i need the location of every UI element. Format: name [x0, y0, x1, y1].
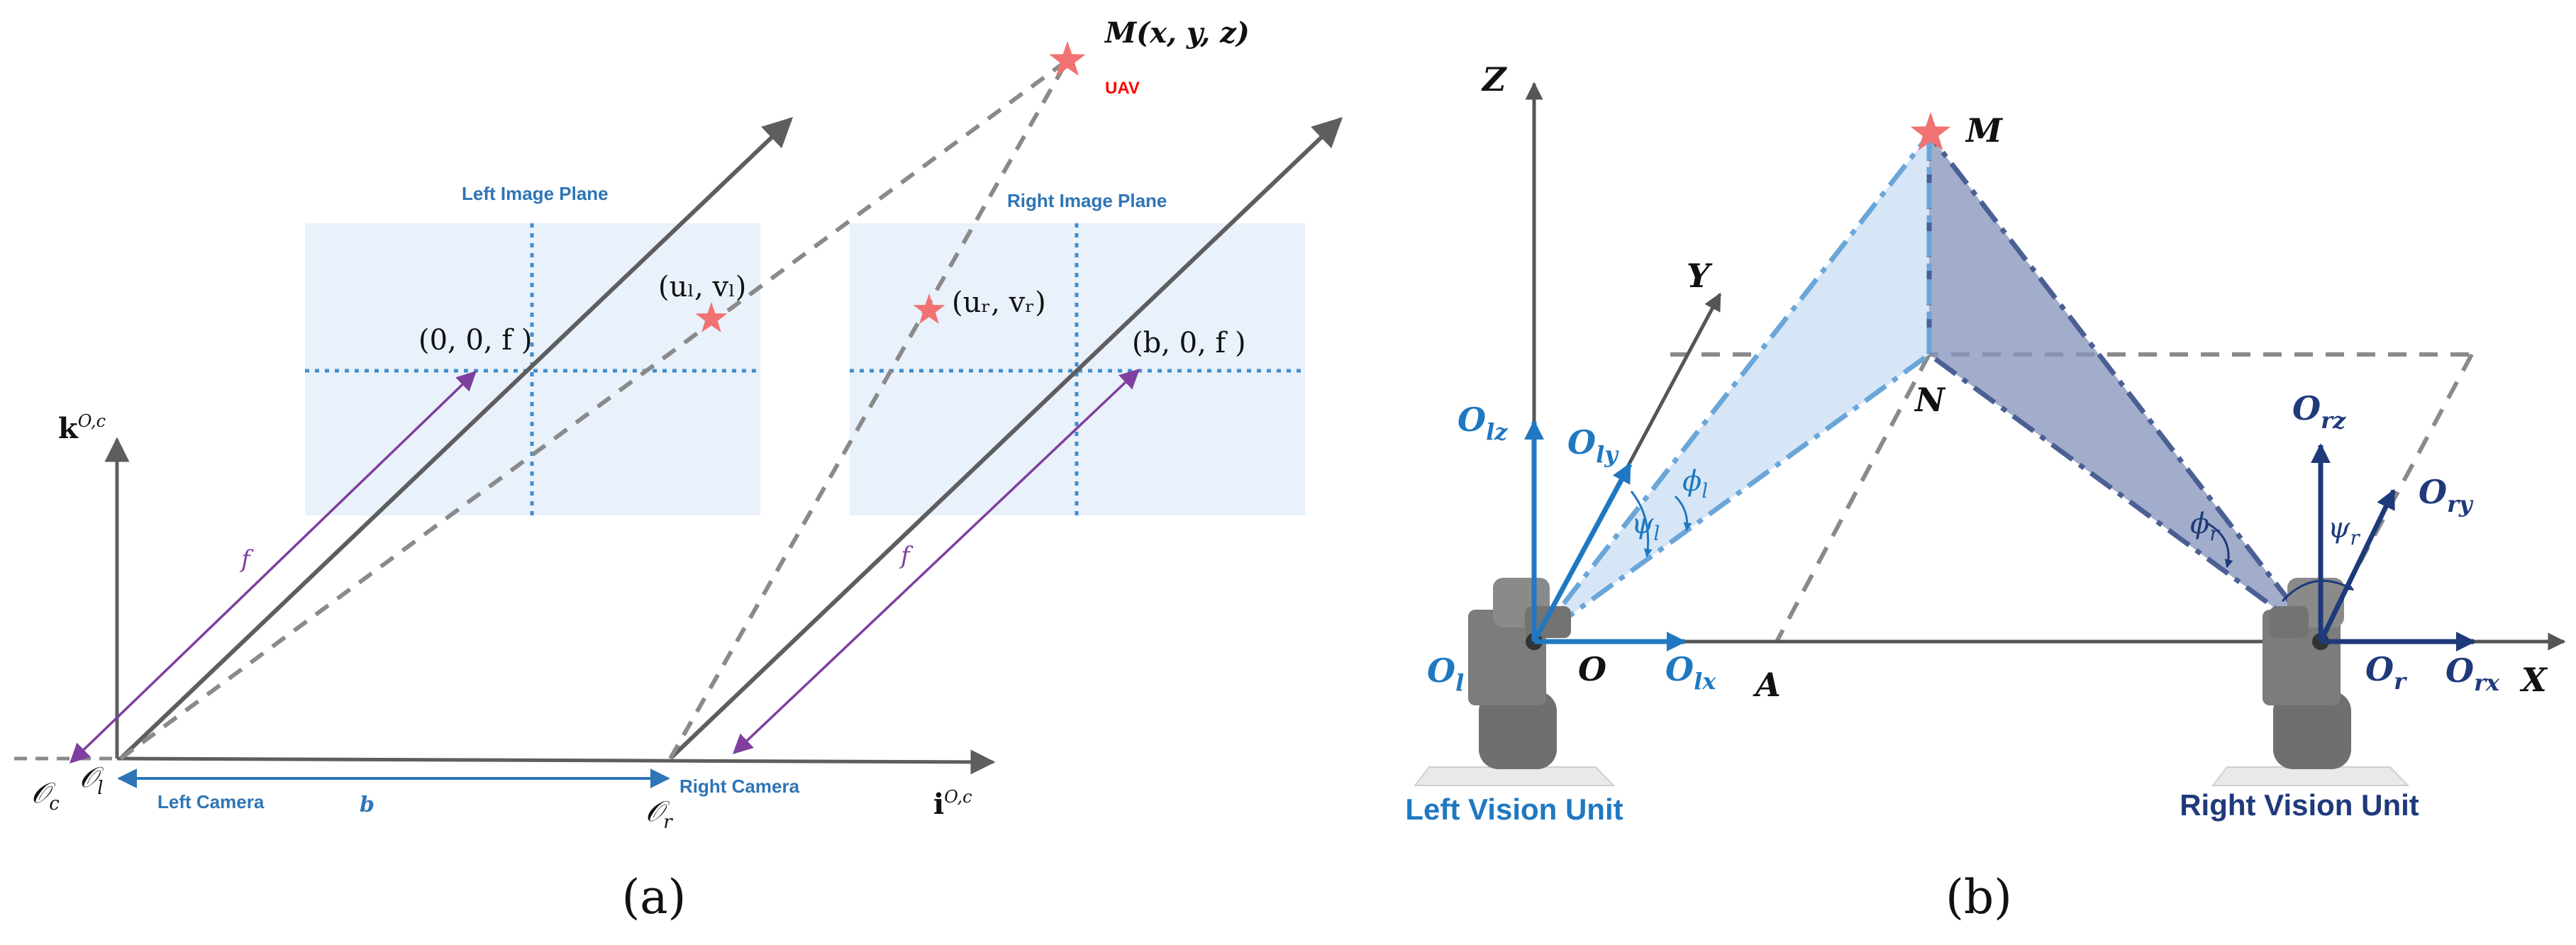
Ol-label: Ol: [1427, 652, 1464, 696]
right-focal-arrow: [732, 369, 1140, 754]
Y-axis-label: Y: [1687, 257, 1713, 295]
Olz-label: Olz: [1458, 401, 1508, 445]
right-image-point-label: (uᵣ, vᵣ): [952, 286, 1046, 319]
right-projection-triangle: [1926, 132, 2324, 644]
Oly-axis: [1531, 462, 1633, 643]
phi-l-label: ϕl: [1682, 465, 1708, 503]
i-axis: [116, 749, 996, 775]
left-plane-grid: [305, 223, 760, 515]
psi-r-arc: [2281, 579, 2355, 603]
target-star-M-b: [1910, 112, 1951, 151]
panel-b: Z Y X M N A O Olz Oly Olx Ol Orz Ory Orx…: [1405, 60, 2566, 924]
phi-r-arc: [2206, 522, 2233, 569]
left-focal-arrow: [69, 371, 477, 764]
Orx-label: Orx: [2445, 652, 2500, 696]
point-A-label: A: [1753, 666, 1781, 704]
origin-l-label: 𝒪l: [79, 761, 104, 799]
point-N-label: N: [1914, 381, 1946, 419]
right-center-label: (b, 0, f ): [1132, 327, 1246, 359]
Z-axis-label: Z: [1481, 60, 1507, 99]
panel-a: M(x, y, z) UAV Left Image Plane Right Im…: [14, 16, 1343, 924]
Olx-label: Olx: [1665, 650, 1716, 695]
point-M-label: M(x, y, z): [1104, 16, 1250, 50]
right-vision-unit-label: Right Vision Unit: [2180, 788, 2419, 822]
right-camera-label: Right Camera: [679, 776, 800, 797]
panel-a-caption: (a): [622, 870, 687, 924]
left-camera-label: Left Camera: [157, 791, 265, 812]
Orz-label: Orz: [2292, 389, 2346, 434]
left-image-star: [695, 302, 728, 332]
baseline-label: b: [360, 793, 374, 817]
left-vision-unit-label: Left Vision Unit: [1405, 793, 1623, 826]
left-center-label: (0, 0, f ): [418, 324, 533, 357]
psi-l-label: ψl: [1631, 508, 1660, 545]
point-M-label-b: M: [1965, 111, 2004, 150]
Ory-label: Ory: [2419, 473, 2474, 518]
origin-r-label: 𝒪r: [645, 795, 673, 833]
left-projection-triangle: [1531, 132, 1932, 644]
origin-c-label: 𝒪c: [31, 777, 60, 815]
left-focal-label: f: [239, 545, 254, 574]
point-O-label: O: [1578, 650, 1606, 688]
right-plane-grid: [850, 223, 1305, 515]
Or-label: Or: [2365, 650, 2407, 695]
phi-r-label: ϕr: [2190, 508, 2220, 545]
panel-b-caption: (b): [1945, 870, 2012, 924]
phi-l-arc: [1674, 495, 1692, 532]
left-plane-title: Left Image Plane: [462, 183, 609, 204]
X-axis-label: X: [2519, 661, 2548, 699]
Oly-label: Oly: [1567, 423, 1619, 468]
right-image-star: [913, 293, 945, 324]
psi-r-label: ψr: [2328, 512, 2360, 549]
right-plane-title: Right Image Plane: [1007, 190, 1167, 211]
left-image-point-label: (uₗ, vₗ): [658, 271, 746, 303]
right-focal-label: f: [899, 542, 914, 570]
i-axis-label: iO,c: [933, 787, 972, 821]
k-axis-label: kO,c: [58, 411, 106, 445]
target-star-M: [1049, 41, 1086, 76]
Ory-axis: [2318, 488, 2397, 643]
psi-l-arc: [1630, 491, 1653, 558]
uav-label: UAV: [1105, 79, 1140, 98]
